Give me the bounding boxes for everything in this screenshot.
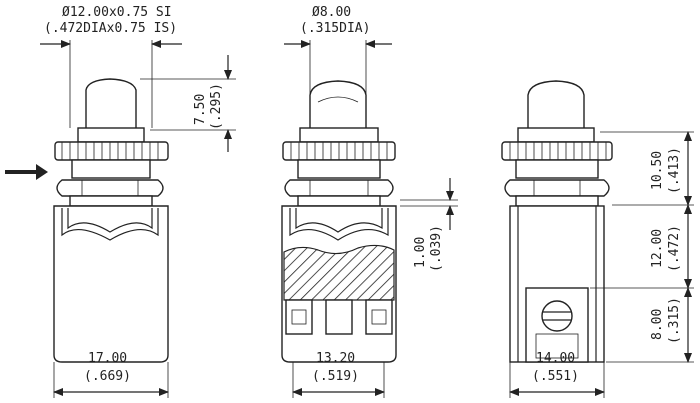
diam-dim-in: (.315DIA) — [300, 21, 370, 36]
indicator-arrow-icon — [36, 164, 48, 180]
diam-dim-mm: Ø8.00 — [312, 5, 351, 20]
width1-dim-mm: 17.00 — [88, 351, 127, 366]
width2-dim-in: (.519) — [312, 369, 359, 384]
knurled-nut-1 — [54, 141, 169, 161]
h2-dim-mm: 12.00 — [650, 229, 665, 268]
plunger-dim-mm: 7.50 — [193, 94, 208, 125]
width1-dim-in: (.669) — [84, 369, 131, 384]
hex-nut-2 — [284, 179, 394, 197]
knurled-nut-3 — [501, 141, 613, 161]
travel-dim-mm: 1.00 — [413, 237, 428, 268]
plunger-1 — [85, 78, 137, 133]
h3-dim-mm: 8.00 — [650, 309, 665, 340]
plunger-3 — [527, 80, 585, 133]
housing-1 — [53, 205, 169, 363]
thread-dim-in: (.472DIAx0.75 IS) — [44, 21, 177, 36]
thread-dim-mm: Ø12.00x0.75 SI — [62, 5, 172, 20]
width3-dim-in: (.551) — [532, 369, 579, 384]
section-hatch — [283, 244, 395, 301]
travel-dim-in: (.039) — [429, 225, 444, 272]
view-front-middle — [281, 40, 458, 398]
view-side-right — [501, 80, 694, 398]
width2-dim-mm: 13.20 — [316, 351, 355, 366]
h1-dim-in: (.413) — [667, 147, 682, 194]
width3-dim-mm: 14.00 — [536, 351, 575, 366]
screw-icon — [541, 300, 573, 332]
hex-nut-1 — [56, 179, 164, 197]
plunger-dim-in: (.295) — [209, 83, 224, 130]
h2-dim-in: (.472) — [667, 225, 682, 272]
h3-dim-in: (.315) — [667, 297, 682, 344]
plunger-2 — [309, 80, 367, 133]
view-front-left — [5, 40, 236, 398]
hex-nut-3 — [504, 179, 610, 197]
h1-dim-mm: 10.50 — [650, 151, 665, 190]
